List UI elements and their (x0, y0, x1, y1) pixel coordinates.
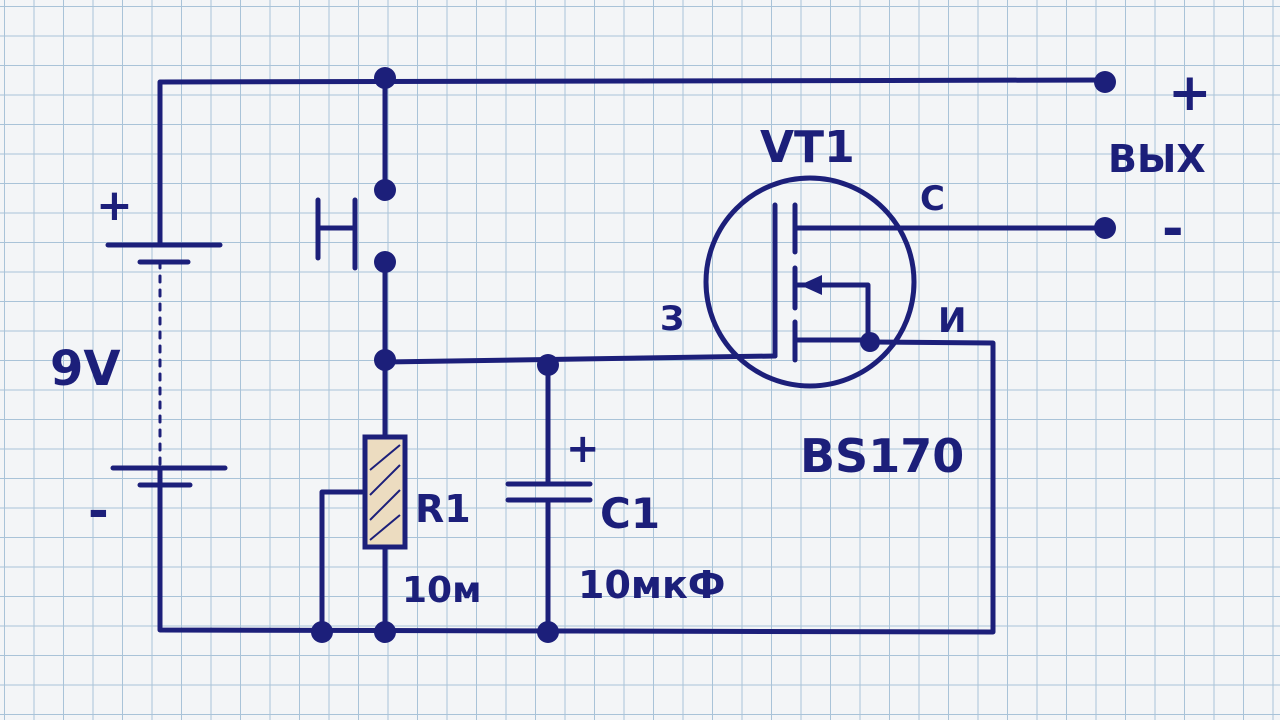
output-label: ВЫХ (1108, 137, 1206, 181)
wire-wiper (319, 489, 365, 635)
battery-voltage-label: 9V (50, 341, 121, 397)
battery-minus-label: - (88, 482, 109, 540)
junction-dots (311, 67, 1116, 643)
r1-name-label: R1 (415, 487, 471, 531)
c1-value-label: 10мкФ (578, 563, 725, 607)
wire-top (157, 77, 1108, 248)
output-minus-label: - (1162, 199, 1184, 259)
output-plus-label: + (1168, 63, 1212, 123)
wire-bottom (157, 339, 996, 635)
capacitor-c1-symbol (505, 481, 593, 503)
c1-polarity-label: + (566, 426, 600, 472)
vt1-name-label: VT1 (760, 122, 855, 173)
vt1-model-label: BS170 (800, 429, 964, 483)
source-label: И (938, 301, 966, 341)
drain-label: С (920, 179, 945, 219)
switch-symbol (315, 197, 358, 271)
r1-value-label: 10м (402, 570, 482, 611)
c1-name-label: C1 (600, 489, 660, 538)
resistor-r1-symbol (362, 434, 408, 550)
mosfet-vt1-symbol (703, 175, 917, 389)
battery-plus-label: + (96, 180, 133, 231)
wire-gate (382, 353, 778, 365)
battery-symbol (105, 242, 228, 488)
gate-label: З (660, 299, 684, 339)
